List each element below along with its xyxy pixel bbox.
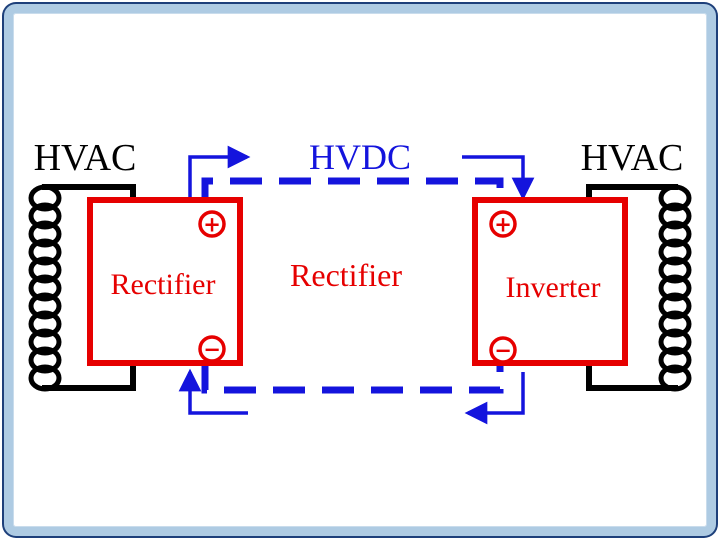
hvac-left-label: HVAC	[34, 137, 137, 179]
left-transformer-coil	[28, 184, 62, 392]
center-caption: Rectifier	[290, 257, 402, 293]
hvdc-top-line	[201, 177, 504, 205]
svg-text:+: +	[203, 213, 221, 237]
hvdc-label: HVDC	[309, 137, 411, 177]
inverter-label: Inverter	[506, 271, 601, 304]
flow-arrow-bottom-right	[464, 372, 525, 425]
flow-arrow-bottom-left	[178, 368, 248, 415]
plus-terminal-icon: +	[198, 210, 226, 238]
hvdc-bottom-line	[201, 360, 504, 394]
minus-terminal-icon: −	[198, 335, 226, 363]
svg-text:+: +	[494, 213, 512, 237]
left-bottom-connector	[42, 359, 136, 391]
right-bottom-connector	[586, 359, 678, 391]
flow-arrow-top-left	[188, 145, 251, 207]
svg-text:−: −	[203, 338, 221, 362]
rectifier-label: Rectifier	[111, 268, 216, 301]
minus-terminal-icon: −	[489, 336, 517, 364]
hvac-right-label: HVAC	[581, 137, 684, 179]
flow-arrow-top-right	[462, 155, 535, 201]
right-transformer-coil	[658, 184, 692, 392]
svg-text:−: −	[494, 339, 512, 363]
plus-terminal-icon: +	[489, 210, 517, 238]
